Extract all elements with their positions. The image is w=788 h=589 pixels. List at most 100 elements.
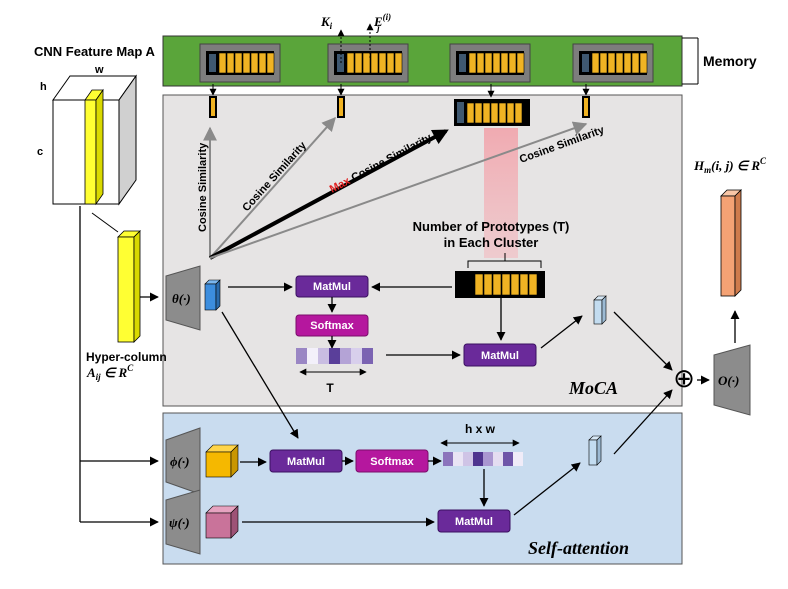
prototype-cell: [468, 52, 477, 74]
weight-cell: [296, 348, 307, 364]
prototype-cell: [490, 102, 499, 124]
matmul-to-sa-out-arrow: [513, 462, 581, 516]
memory-key-vector-2: [337, 84, 345, 118]
prototype-cell: [484, 52, 493, 74]
weight-cell: [513, 452, 523, 466]
prototype-cell: [501, 273, 511, 296]
t-label: T: [326, 381, 334, 395]
prototype-cell: [516, 52, 525, 74]
hyper-column-label: Hyper-column: [86, 350, 167, 364]
prototype-cell: [474, 102, 483, 124]
prototype-cell: [378, 52, 387, 74]
weight-cell: [362, 348, 373, 364]
moca-output-vector: [593, 295, 607, 325]
prototype-cell: [500, 52, 509, 74]
num-prototypes-line2: in Each Cluster: [444, 235, 539, 250]
prototype-cell: [394, 52, 403, 74]
softmax-block-2[interactable]: Softmax: [355, 449, 429, 473]
phi-output-cube: [205, 444, 239, 478]
sa-to-sum-arrow: [613, 389, 673, 455]
cos-sim-label-1: Cosine Similarity: [197, 142, 209, 232]
memory-key-vector-4: [582, 84, 590, 118]
prototype-cell: [250, 52, 259, 74]
prototype-cell: [218, 52, 227, 74]
prototype-cell: [519, 273, 529, 296]
prototype-cell: [474, 273, 484, 296]
svg-text:θ(·): θ(·): [172, 291, 191, 306]
prototype-cell: [498, 102, 507, 124]
weight-cell: [307, 348, 318, 364]
svg-text:ψ(·): ψ(·): [169, 515, 190, 530]
cube-to-column-line: [91, 212, 119, 233]
hyper-column: [117, 230, 141, 343]
psi-output-cube: [205, 505, 239, 539]
dim-c-label: c: [37, 146, 43, 158]
prototype-cell: [615, 52, 624, 74]
prototype-cell: [492, 273, 502, 296]
svg-text:Softmax: Softmax: [310, 320, 354, 332]
prototype-cell: [506, 102, 515, 124]
psi-function: ψ(·): [165, 489, 201, 555]
cosine-sim-arrow-4: [209, 121, 588, 259]
weight-cell: [443, 452, 453, 466]
prototype-cell: [482, 102, 491, 124]
prototype-cell: [226, 52, 235, 74]
weight-cell: [453, 452, 463, 466]
hxw-label: h x w: [465, 422, 496, 436]
prototype-cell: [370, 52, 379, 74]
moca-to-sum-arrow: [613, 311, 673, 371]
prototype-cell: [514, 102, 523, 124]
matmul-block-1[interactable]: MatMul: [295, 275, 369, 298]
prototype-cell: [528, 273, 538, 296]
weight-cell: [473, 452, 483, 466]
prototype-cell: [266, 52, 275, 74]
matmul-block-3[interactable]: MatMul: [269, 449, 343, 473]
prototype-attention-weights: [296, 348, 373, 364]
prototype-cell: [362, 52, 371, 74]
softmax-block-1[interactable]: Softmax: [295, 314, 369, 337]
matmul-block-4[interactable]: MatMul: [437, 509, 511, 533]
prototype-cell: [476, 52, 485, 74]
prototype-cell: [508, 52, 517, 74]
weight-cell: [503, 452, 513, 466]
prototype-cell: [623, 52, 632, 74]
prototype-cell: [234, 52, 243, 74]
weight-cell: [340, 348, 351, 364]
moca-title: MoCA: [568, 378, 618, 398]
output-feature: [720, 189, 742, 297]
weight-cell: [483, 452, 493, 466]
hyper-column-formula: Aij ∈ RC: [86, 363, 134, 382]
svg-text:MatMul: MatMul: [313, 281, 351, 293]
key-label: Ki: [320, 14, 333, 31]
prototype-cell: [492, 52, 501, 74]
theta-function: θ(·): [165, 265, 201, 331]
self-attention-output-vector: [588, 435, 602, 466]
max-cosine-sim-arrow: [209, 129, 449, 260]
num-prototypes-line1: Number of Prototypes (T): [413, 219, 570, 234]
theta-to-sa-matmul-arrow: [221, 311, 299, 439]
o-function: O(·): [713, 344, 751, 416]
moca-panel: [162, 94, 683, 407]
weight-cell: [351, 348, 362, 364]
prototype-cell: [591, 52, 600, 74]
memory-label: Memory: [703, 53, 757, 69]
entry-label: E(i)j: [373, 12, 391, 33]
prototype-cell: [354, 52, 363, 74]
svg-text:MatMul: MatMul: [455, 516, 493, 528]
self-attention-title: Self-attention: [528, 538, 629, 558]
output-formula: Hm(i, j) ∈ RC: [693, 156, 767, 175]
spatial-attention-weights: [443, 452, 523, 466]
prototype-cell: [483, 273, 493, 296]
weight-cell: [318, 348, 329, 364]
dim-w-label: w: [94, 64, 104, 76]
svg-text:MatMul: MatMul: [287, 456, 325, 468]
prototype-cell: [346, 52, 355, 74]
svg-text:O(·): O(·): [718, 373, 739, 388]
phi-function: ϕ(·): [165, 427, 201, 495]
svg-text:ϕ(·): ϕ(·): [170, 454, 189, 469]
prototype-cell: [607, 52, 616, 74]
prototype-cell: [386, 52, 395, 74]
matmul-block-2[interactable]: MatMul: [463, 343, 537, 367]
theta-output-vector: [204, 279, 221, 311]
